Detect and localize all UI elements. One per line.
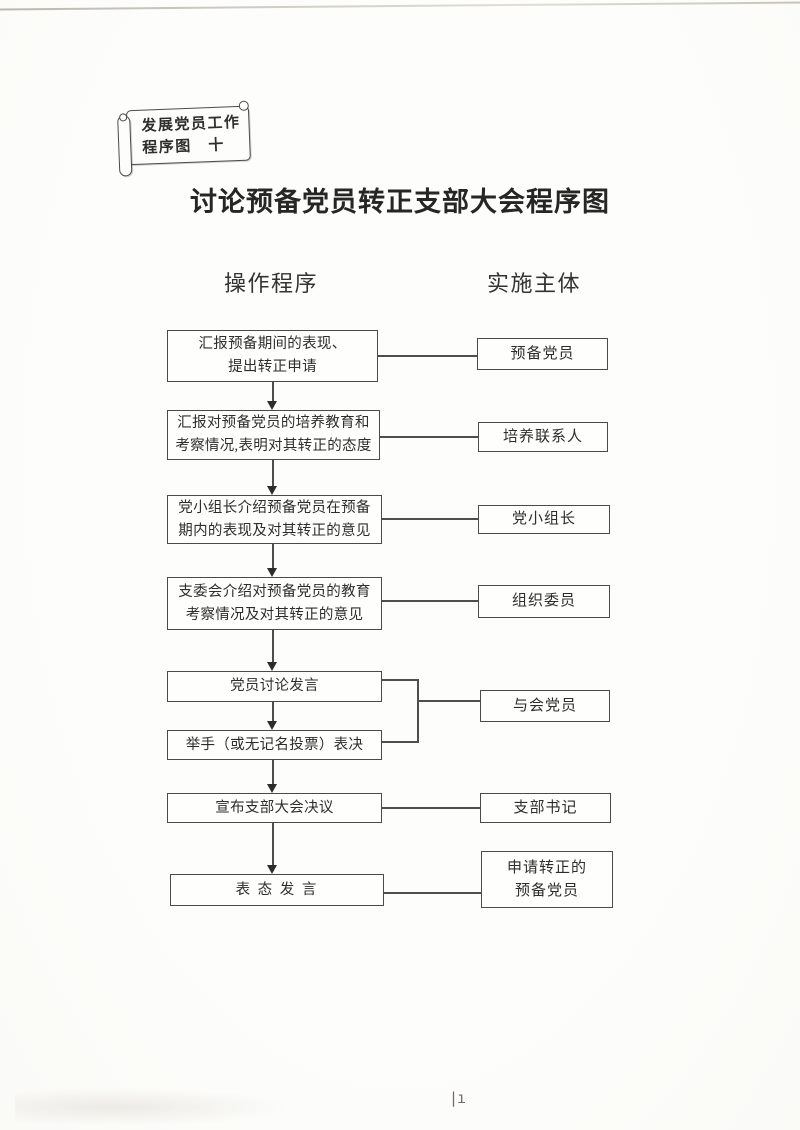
step-box-group-leader-intro: 党小组长介绍预备党员在预备 期内的表现及对其转正的意见 [167, 495, 382, 544]
step-box-committee-intro: 支委会介绍对预备党员的教育 考察情况及对其转正的意见 [167, 577, 382, 630]
column-header-procedure: 操作程序 [224, 271, 319, 296]
banner-line2: 程序图 十 [142, 137, 226, 157]
step-box-report-performance: 汇报预备期间的表现、 提出转正申请 [167, 330, 378, 382]
bracket-bottom-segment [382, 741, 418, 743]
column-header-actor: 实施主体 [487, 271, 582, 296]
actor-box-applying-member: 申请转正的 预备党员 [481, 851, 613, 908]
arrow-down-2-line [272, 460, 274, 486]
bracket-to-actor5 [417, 700, 480, 702]
arrow-down-3-line [272, 544, 274, 568]
scan-smudge-artifact [15, 1088, 295, 1126]
actor-box-attending-members: 与会党员 [480, 690, 610, 722]
actor-box-cultivation-contact: 培养联系人 [478, 422, 608, 452]
arrow-down-6-line [272, 760, 274, 784]
arrow-down-3-head [267, 568, 277, 577]
actor-box-branch-secretary: 支部书记 [480, 793, 611, 823]
arrow-down-7-line [272, 823, 274, 865]
connector-step7-actor6 [382, 807, 480, 809]
connector-step3-actor3 [382, 518, 478, 520]
step-box-vote: 举手（或无记名投票）表决 [167, 730, 382, 760]
arrow-down-4-line [272, 630, 274, 662]
connector-step8-actor7 [384, 892, 481, 894]
connector-step1-actor1 [378, 355, 477, 357]
step-box-announce-resolution: 宣布支部大会决议 [167, 793, 382, 823]
scroll-banner-body: 发展党员工作 程序图 十 [125, 105, 251, 166]
scroll-roll-icon [117, 115, 133, 177]
actor-box-probationary-member: 预备党员 [477, 338, 608, 370]
arrow-down-6-head [267, 784, 277, 793]
bracket-vertical-segment [417, 679, 419, 743]
series-banner: 发展党员工作 程序图 十 [117, 97, 256, 178]
arrow-down-5-line [272, 702, 274, 721]
step-box-member-discussion: 党员讨论发言 [167, 671, 382, 702]
page-title: 讨论预备党员转正支部大会程序图 [190, 187, 610, 217]
arrow-down-7-head [267, 865, 277, 874]
banner-text: 发展党员工作 程序图 十 [141, 112, 242, 160]
step-box-statement-speech: 表 态 发 言 [170, 874, 384, 906]
actor-box-organization-member: 组织委员 [478, 585, 610, 618]
arrow-down-1-head [267, 401, 277, 410]
step-box-sponsor-report: 汇报对预备党员的培养教育和 考察情况,表明对其转正的态度 [167, 410, 380, 460]
bracket-top-segment [382, 679, 418, 681]
page-number-mark: |ı [449, 1089, 466, 1107]
connector-step4-actor4 [382, 600, 478, 602]
banner-line1: 发展党员工作 [141, 114, 241, 135]
arrow-down-2-head [267, 486, 277, 495]
arrow-down-1-line [272, 382, 274, 401]
arrow-down-5-head [267, 721, 277, 730]
arrow-down-4-head [267, 662, 277, 671]
scan-edge-artifact [0, 1, 800, 11]
actor-box-group-leader: 党小组长 [478, 505, 610, 534]
connector-step2-actor2 [380, 436, 478, 438]
